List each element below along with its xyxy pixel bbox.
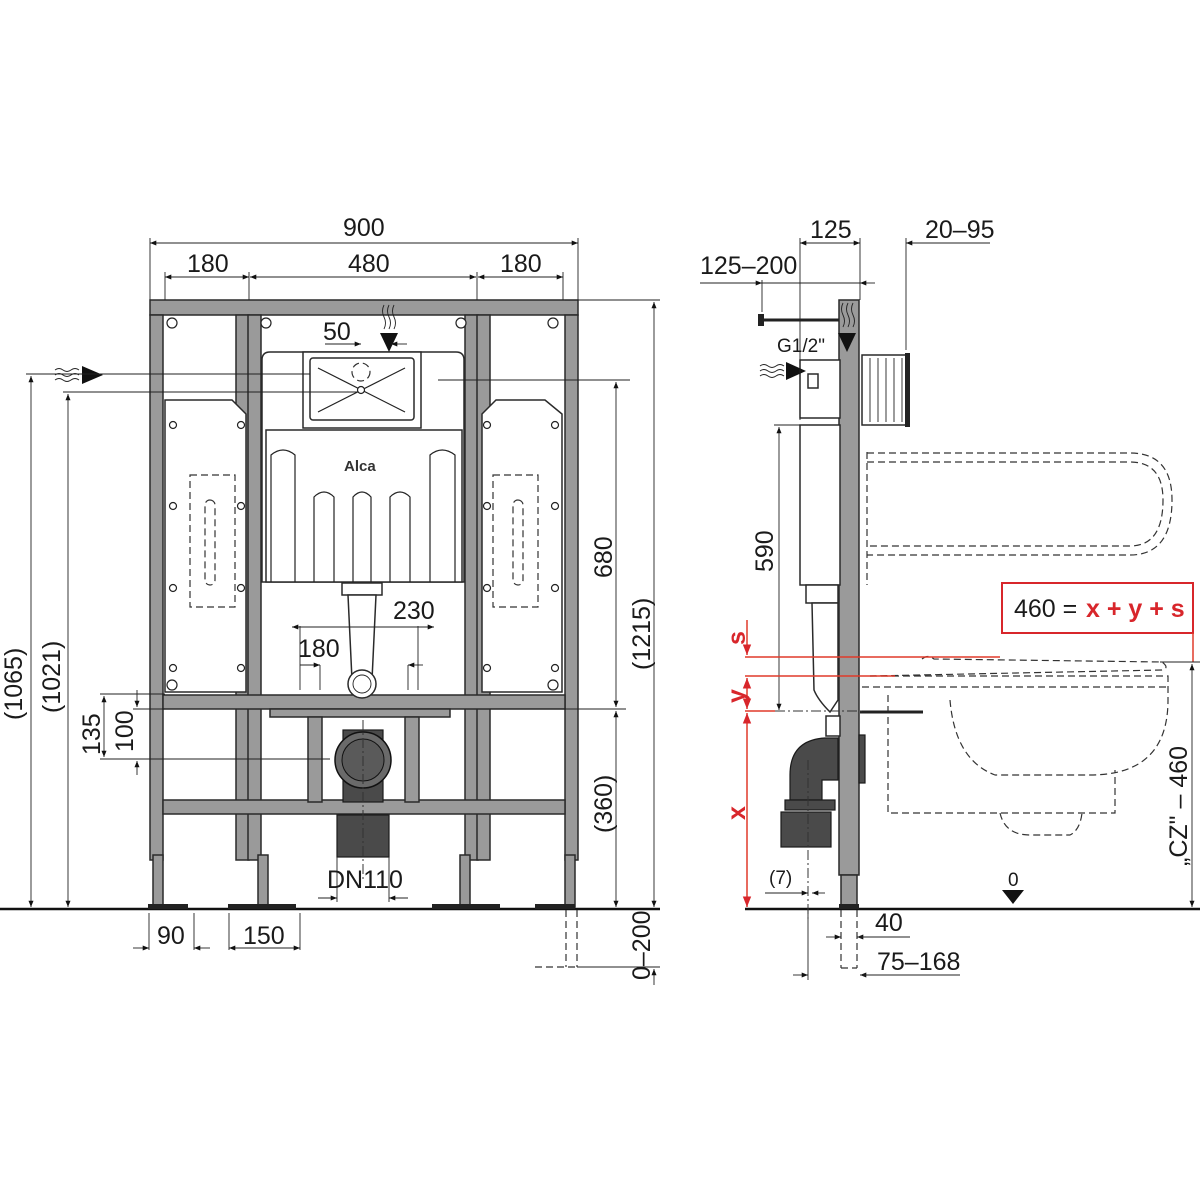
dim-height-590: 590 [751,530,779,572]
dim-leg-extension: 0–200 [628,910,656,980]
dim-stud-spacing-230: 230 [393,597,435,625]
water-inlet-arrow-icon [54,366,103,384]
post-left-outer [149,314,164,861]
var-x-label: x [723,806,751,820]
grab-bar-outline [867,452,1173,556]
button-position [351,362,371,382]
bracket-plate [269,708,451,718]
leg [564,854,576,908]
stud [404,716,420,803]
toilet-seat-outline [869,655,1167,677]
flush-plate-housing [861,354,909,426]
cistern-side [799,424,841,586]
panel-slot [512,499,524,586]
dim-button-offset: 50 [323,318,351,346]
cistern-tank [265,429,463,583]
side-panel-right [481,399,563,693]
floor-level-marker-icon [1002,890,1024,904]
dim-depth-125: 125 [810,216,852,244]
waste-elbow-socket [780,811,832,848]
panel-slot [204,499,216,586]
leg [257,854,269,908]
dim-range-20-95: 20–95 [925,216,995,244]
var-s-label: s [723,631,751,645]
panel-cutout [492,474,539,608]
plate-center [356,385,366,395]
dim-width-40: 40 [875,909,903,937]
leg [152,854,164,908]
dim-height-100: 100 [111,710,139,752]
post-left-inner-2 [247,314,262,861]
dim-height-1065: (1065) [0,648,28,720]
dim-outlet-dn110: DN110 [327,866,403,894]
dim-overall-width: 900 [343,214,385,242]
panel-screws [166,317,560,691]
dim-cz-460: „CZ" – 460 [1165,746,1193,866]
foot [228,904,296,909]
frame-post-side [838,299,860,876]
side-panel-left [164,399,247,693]
dim-range-125-200: 125–200 [700,252,797,280]
dim-center-bay: 480 [348,250,390,278]
water-top-arrow-icon [380,304,398,352]
brand-logo: Alca [344,458,376,475]
dim-left-bay: 180 [187,250,229,278]
housing-ribs [869,358,903,422]
dim-foot-90: 90 [157,922,185,950]
cistern-valve-side [799,359,841,419]
stud [307,716,323,803]
dim-height-360: (360) [590,775,618,833]
var-y-label: y [723,689,751,703]
top-rail [149,299,579,316]
foot [535,904,575,909]
leg [459,854,471,908]
side-water-arrow-icon [759,362,806,380]
waste-elbow-collar [784,799,836,811]
waste-elbow [789,737,839,801]
foot [148,904,188,909]
dim-offset-7: (7) [769,868,792,889]
dim-inlet-g12: G1/2" [777,336,825,357]
dim-height-1215: (1215) [628,598,656,670]
side-top-water-arrow-icon [838,302,856,352]
dim-stud-spacing-180: 180 [298,635,340,663]
dim-height-680: 680 [590,536,618,578]
formula-rhs: x + y + s [1086,595,1185,623]
formula-lhs: 460 = [1014,595,1077,623]
post-right-outer [564,314,579,861]
dim-foot-150: 150 [243,922,285,950]
formula-box [1001,582,1194,634]
foot [432,904,500,909]
dim-height-135: 135 [78,713,106,755]
dim-range-75-168: 75–168 [877,948,960,976]
leg-side [840,874,858,906]
cistern-ribs [270,449,456,582]
flush-outlet [347,669,377,699]
dim-height-1021: (1021) [38,641,66,713]
post-right-inner [464,314,479,861]
flush-pipe-collar [341,582,383,596]
side-view: G1/2" 125 20–95 125–200 590 s y x 460 = [700,216,1200,980]
toilet-body-outline [887,695,1116,814]
panel-cutout [189,474,236,608]
dim-floor-level: 0 [1008,870,1019,891]
toilet-bowl-outline [870,675,1169,776]
front-view: Alca [0,214,660,985]
flush-pipe [347,594,377,681]
dim-right-bay: 180 [500,250,542,278]
